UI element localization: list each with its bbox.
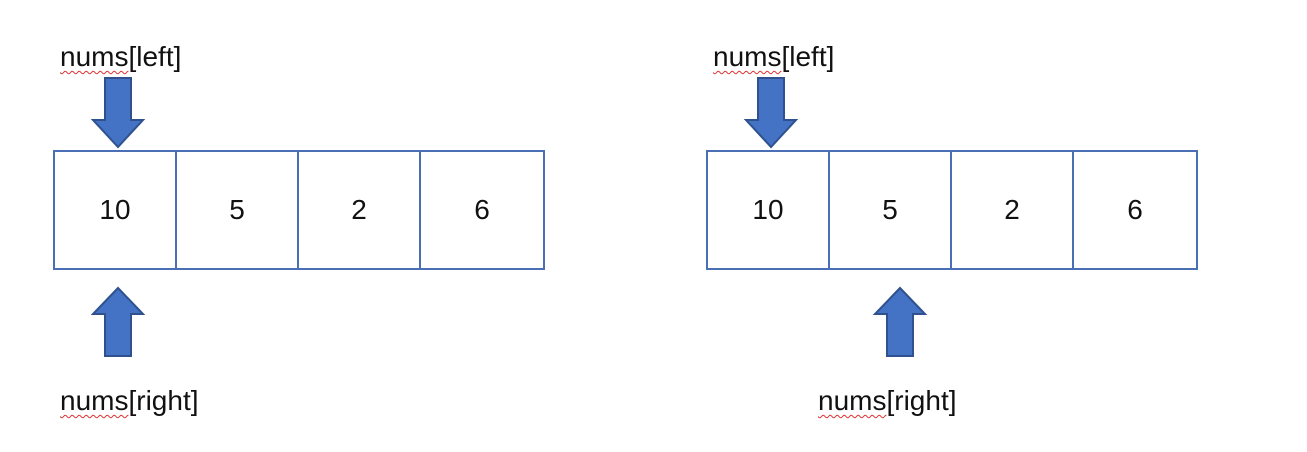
up-arrow-icon	[872, 286, 928, 357]
array-cell: 2	[952, 152, 1074, 268]
down-arrow-icon	[743, 77, 799, 149]
array-cell: 10	[708, 152, 830, 268]
right-pointer-label-array-name: nums	[60, 385, 129, 416]
down-arrow-icon	[90, 77, 146, 149]
right-pointer-label-index: [right]	[886, 385, 957, 416]
array-cell: 5	[830, 152, 952, 268]
right-pointer-label: nums[right]	[60, 385, 199, 417]
array-cell: 10	[55, 152, 177, 268]
right-pointer-label: nums[right]	[818, 385, 957, 417]
array-row: 10 5 2 6	[53, 150, 545, 270]
array-cell: 6	[474, 194, 490, 225]
left-pointer-label: nums[left]	[60, 41, 181, 73]
left-pointer-label: nums[left]	[713, 41, 834, 73]
left-pointer-label-array-name: nums	[713, 41, 782, 72]
left-pointer-label-index: [left]	[128, 41, 182, 72]
right-pointer-label-index: [right]	[128, 385, 199, 416]
left-pointer-label-index: [left]	[781, 41, 835, 72]
array-cell: 6	[1127, 194, 1143, 225]
up-arrow-icon	[90, 286, 146, 357]
array-row: 10 5 2 6	[706, 150, 1198, 270]
diagram-panel-1: nums[left] 10 5 2 6 nums[right]	[0, 0, 653, 452]
array-cell: 2	[299, 152, 421, 268]
diagram-panel-2: nums[left] 10 5 2 6 nums[right]	[653, 0, 1306, 452]
right-pointer-label-array-name: nums	[818, 385, 887, 416]
array-cell: 5	[177, 152, 299, 268]
left-pointer-label-array-name: nums	[60, 41, 129, 72]
